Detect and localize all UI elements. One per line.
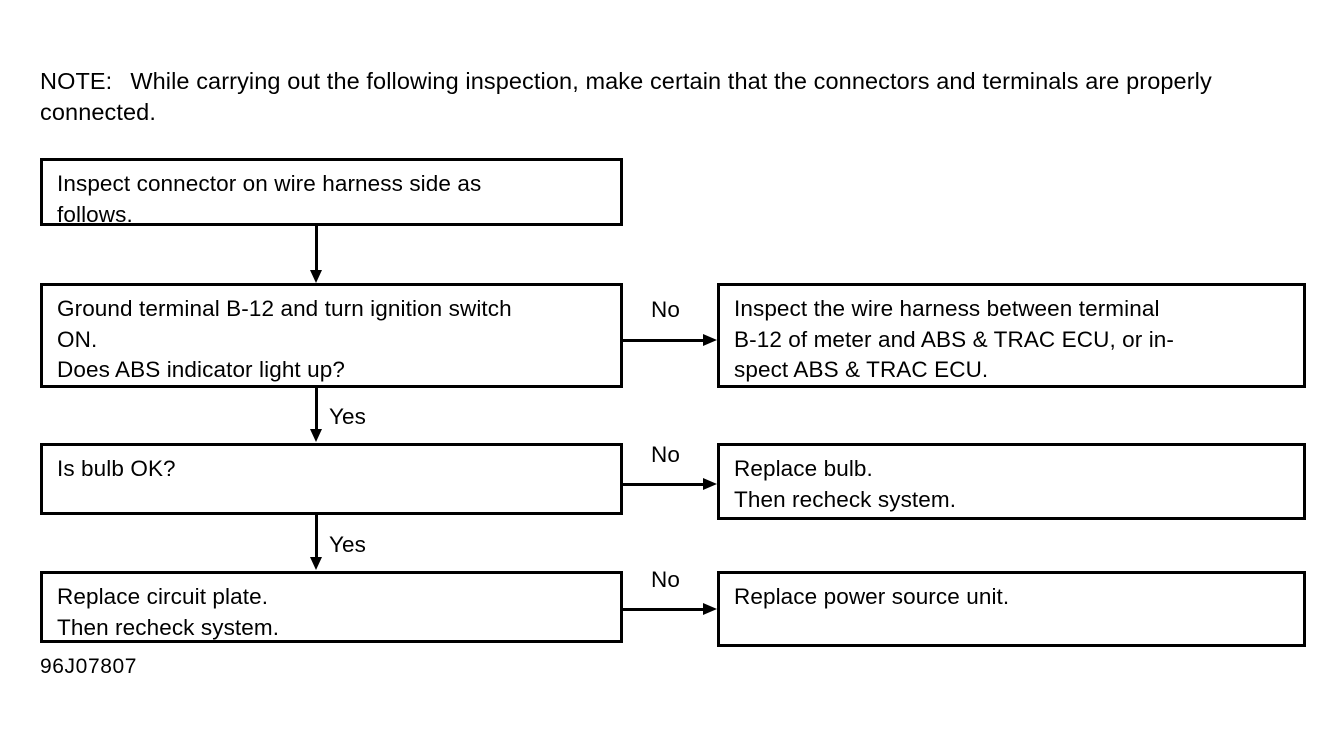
flow-box-line: Is bulb OK?: [57, 456, 176, 481]
flow-box-line: Replace circuit plate.: [57, 584, 269, 609]
edge-label-no-1: No: [651, 297, 680, 322]
connector-yes-ground-to-bulb: [315, 388, 318, 430]
edge-label-no-3: No: [651, 567, 680, 592]
note-paragraph: NOTE:While carrying out the following in…: [40, 66, 1315, 128]
arrowhead-right-no-circuit-to-power: [703, 603, 717, 615]
flow-box-line: Inspect the wire harness between termina…: [734, 296, 1160, 321]
flow-box-line: Inspect connector on wire harness side a…: [57, 171, 482, 196]
arrowhead-down-yes-bulb-to-circuit: [310, 557, 322, 570]
note-label: NOTE:: [40, 68, 113, 94]
flow-box-replace-power: Replace power source unit.: [717, 571, 1306, 647]
flow-box-line: Then recheck system.: [57, 614, 280, 640]
flow-box-line: B-12 of meter and ABS & TRAC ECU, or in-: [734, 326, 1175, 352]
edge-label-no-2: No: [651, 442, 680, 467]
flow-box-inspect-harness: Inspect the wire harness between termina…: [717, 283, 1306, 388]
connector-no-circuit-to-power: [623, 608, 705, 611]
flow-box-ground-terminal: Ground terminal B-12 and turn ignition s…: [40, 283, 623, 388]
flow-box-line: Ground terminal B-12 and turn ignition s…: [57, 296, 512, 321]
connector-yes-bulb-to-circuit: [315, 515, 318, 559]
edge-label-yes-1: Yes: [329, 404, 367, 429]
figure-code: 96J07807: [40, 655, 138, 678]
flow-box-inspect-connector: Inspect connector on wire harness side a…: [40, 158, 623, 227]
arrowhead-down-inspect-to-ground: [310, 270, 322, 283]
connector-no-ground-to-harness: [623, 339, 705, 342]
flow-box-line: Replace power source unit.: [734, 584, 1010, 609]
connector-no-bulb-to-replace-bulb: [623, 483, 705, 486]
connector-inspect-to-ground: [315, 226, 318, 271]
flow-box-line: Replace bulb.: [734, 456, 873, 481]
arrowhead-right-no-ground-to-harness: [703, 334, 717, 346]
arrowhead-down-yes-ground-to-bulb: [310, 429, 322, 442]
flow-box-line: spect ABS & TRAC ECU.: [734, 357, 989, 382]
flow-box-is-bulb-ok: Is bulb OK?: [40, 443, 623, 515]
flow-box-line: Then recheck system.: [734, 486, 957, 512]
edge-label-yes-2: Yes: [329, 532, 367, 557]
note-text: While carrying out the following inspect…: [40, 68, 1219, 125]
flow-box-line: Does ABS indicator light up?: [57, 357, 345, 382]
flow-box-replace-bulb: Replace bulb. Then recheck system.: [717, 443, 1306, 520]
flow-box-replace-circuit: Replace circuit plate. Then recheck syst…: [40, 571, 623, 643]
flow-box-line: ON.: [57, 326, 98, 352]
flow-box-line: follows.: [57, 201, 133, 227]
arrowhead-right-no-bulb-to-replace-bulb: [703, 478, 717, 490]
